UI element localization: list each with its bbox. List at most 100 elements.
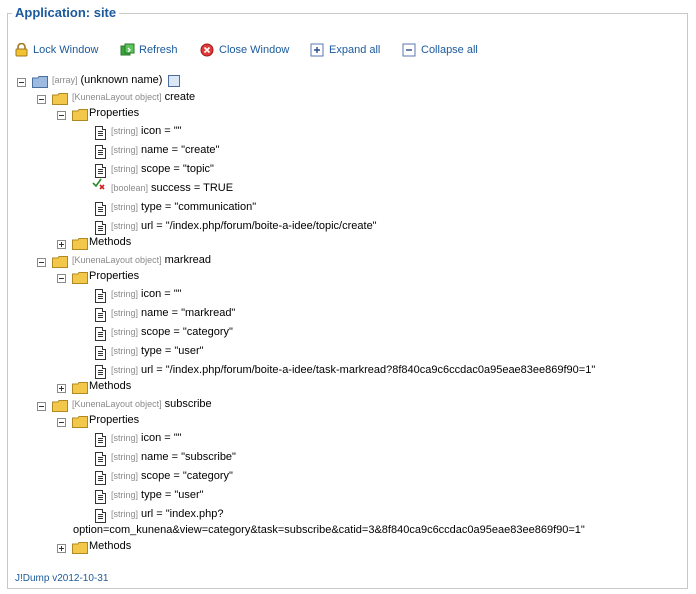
property-row: [boolean]success = TRUE bbox=[111, 182, 233, 194]
type-label: [string] bbox=[111, 289, 139, 299]
methods-label: Methods bbox=[89, 540, 131, 552]
properties-toggle[interactable] bbox=[57, 418, 66, 427]
info-icon[interactable] bbox=[168, 75, 180, 87]
file-icon bbox=[95, 126, 106, 140]
property-row: [string]type = "user" bbox=[111, 489, 204, 501]
folder-icon bbox=[72, 272, 88, 284]
value-text: icon = "" bbox=[141, 288, 182, 300]
node-subscribe: [KunenaLayout object]subscribe bbox=[72, 398, 212, 410]
value-text: name = "markread" bbox=[141, 307, 236, 319]
value-text: Properties bbox=[89, 107, 140, 119]
value-text: url = "index.php? bbox=[141, 508, 224, 520]
lock-window-button[interactable]: Lock Window bbox=[14, 43, 98, 59]
folder-icon bbox=[72, 542, 88, 554]
file-icon bbox=[95, 327, 106, 341]
type-label: [array] bbox=[52, 75, 78, 85]
properties-toggle[interactable] bbox=[57, 111, 66, 120]
property-row: [string]icon = "" bbox=[111, 125, 182, 137]
type-label: [string] bbox=[111, 221, 139, 231]
value-text: type = "user" bbox=[141, 345, 204, 357]
methods-toggle[interactable] bbox=[57, 544, 66, 553]
property-row: [string]url = "/index.php/forum/boite-a-… bbox=[111, 364, 595, 376]
file-icon bbox=[95, 471, 106, 485]
close-window-label: Close Window bbox=[219, 44, 290, 56]
property-row-wrap: option=com_kunena&view=category&task=sub… bbox=[73, 524, 585, 536]
node-toggle-subscribe[interactable] bbox=[37, 402, 46, 411]
property-row: [string]url = "/index.php/forum/boite-a-… bbox=[111, 220, 377, 232]
value-text: type = "user" bbox=[141, 489, 204, 501]
property-row: [string]icon = "" bbox=[111, 288, 182, 300]
property-row: [string]name = "create" bbox=[111, 144, 219, 156]
properties-label: Properties bbox=[89, 414, 139, 426]
properties-label: Properties bbox=[89, 107, 139, 119]
node-markread: [KunenaLayout object]markread bbox=[72, 254, 211, 266]
collapse-all-label: Collapse all bbox=[421, 44, 478, 56]
file-icon bbox=[95, 490, 106, 504]
value-text: Methods bbox=[89, 540, 132, 552]
value-text: option=com_kunena&view=category&task=sub… bbox=[73, 524, 585, 536]
type-label: [KunenaLayout object] bbox=[72, 255, 162, 265]
file-icon bbox=[95, 509, 106, 523]
folder-icon bbox=[72, 238, 88, 250]
type-label: [string] bbox=[111, 202, 139, 212]
node-toggle-create[interactable] bbox=[37, 95, 46, 104]
collapse-all-button[interactable]: Collapse all bbox=[402, 43, 478, 59]
methods-toggle[interactable] bbox=[57, 240, 66, 249]
refresh-button[interactable]: Refresh bbox=[120, 43, 178, 59]
file-icon bbox=[95, 365, 106, 379]
type-label: [boolean] bbox=[111, 183, 149, 193]
boolean-icon bbox=[92, 177, 108, 190]
type-label: [string] bbox=[111, 346, 139, 356]
value-text: scope = "category" bbox=[141, 326, 233, 338]
expand-all-button[interactable]: Expand all bbox=[310, 43, 380, 59]
close-window-button[interactable]: Close Window bbox=[200, 43, 289, 59]
value-text: subscribe bbox=[164, 398, 212, 410]
file-icon bbox=[95, 433, 106, 447]
node-toggle-markread[interactable] bbox=[37, 258, 46, 267]
type-label: [KunenaLayout object] bbox=[72, 399, 162, 409]
value-text: name = "subscribe" bbox=[141, 451, 236, 463]
property-row: [string]scope = "topic" bbox=[111, 163, 214, 175]
value-text: Methods bbox=[89, 236, 132, 248]
root-toggle[interactable] bbox=[17, 78, 26, 87]
methods-label: Methods bbox=[89, 236, 131, 248]
type-label: [string] bbox=[111, 490, 139, 500]
property-row: [string]name = "markread" bbox=[111, 307, 235, 319]
properties-toggle[interactable] bbox=[57, 274, 66, 283]
property-row: [string]scope = "category" bbox=[111, 326, 233, 338]
lock-icon bbox=[15, 43, 28, 57]
file-icon bbox=[95, 452, 106, 466]
type-label: [string] bbox=[111, 509, 139, 519]
file-icon bbox=[95, 346, 106, 360]
type-label: [string] bbox=[111, 126, 139, 136]
property-row: [string]type = "user" bbox=[111, 345, 204, 357]
folder-icon bbox=[52, 256, 68, 268]
value-text: type = "communication" bbox=[141, 201, 257, 213]
refresh-icon bbox=[120, 43, 135, 56]
value-text: icon = "" bbox=[141, 125, 182, 137]
type-label: [string] bbox=[111, 164, 139, 174]
property-row: [string]icon = "" bbox=[111, 432, 182, 444]
value-text: success = TRUE bbox=[151, 182, 234, 194]
file-icon bbox=[95, 289, 106, 303]
methods-toggle[interactable] bbox=[57, 384, 66, 393]
file-icon bbox=[95, 308, 106, 322]
folder-icon bbox=[52, 400, 68, 412]
close-icon bbox=[200, 43, 214, 57]
type-label: [string] bbox=[111, 471, 139, 481]
value-text: url = "/index.php/forum/boite-a-idee/tas… bbox=[141, 364, 596, 376]
value-text: scope = "category" bbox=[141, 470, 233, 482]
value-text: url = "/index.php/forum/boite-a-idee/top… bbox=[141, 220, 377, 232]
refresh-label: Refresh bbox=[139, 44, 178, 56]
value-text: (unknown name) bbox=[80, 74, 163, 86]
lock-window-label: Lock Window bbox=[33, 44, 99, 56]
dump-panel bbox=[7, 13, 688, 589]
file-icon bbox=[95, 164, 106, 178]
property-row: [string]name = "subscribe" bbox=[111, 451, 236, 463]
value-text: markread bbox=[164, 254, 212, 266]
expand-icon bbox=[310, 43, 324, 57]
array-folder-icon bbox=[32, 76, 48, 88]
file-icon bbox=[95, 145, 106, 159]
expand-all-label: Expand all bbox=[329, 44, 381, 56]
value-text: Properties bbox=[89, 270, 140, 282]
